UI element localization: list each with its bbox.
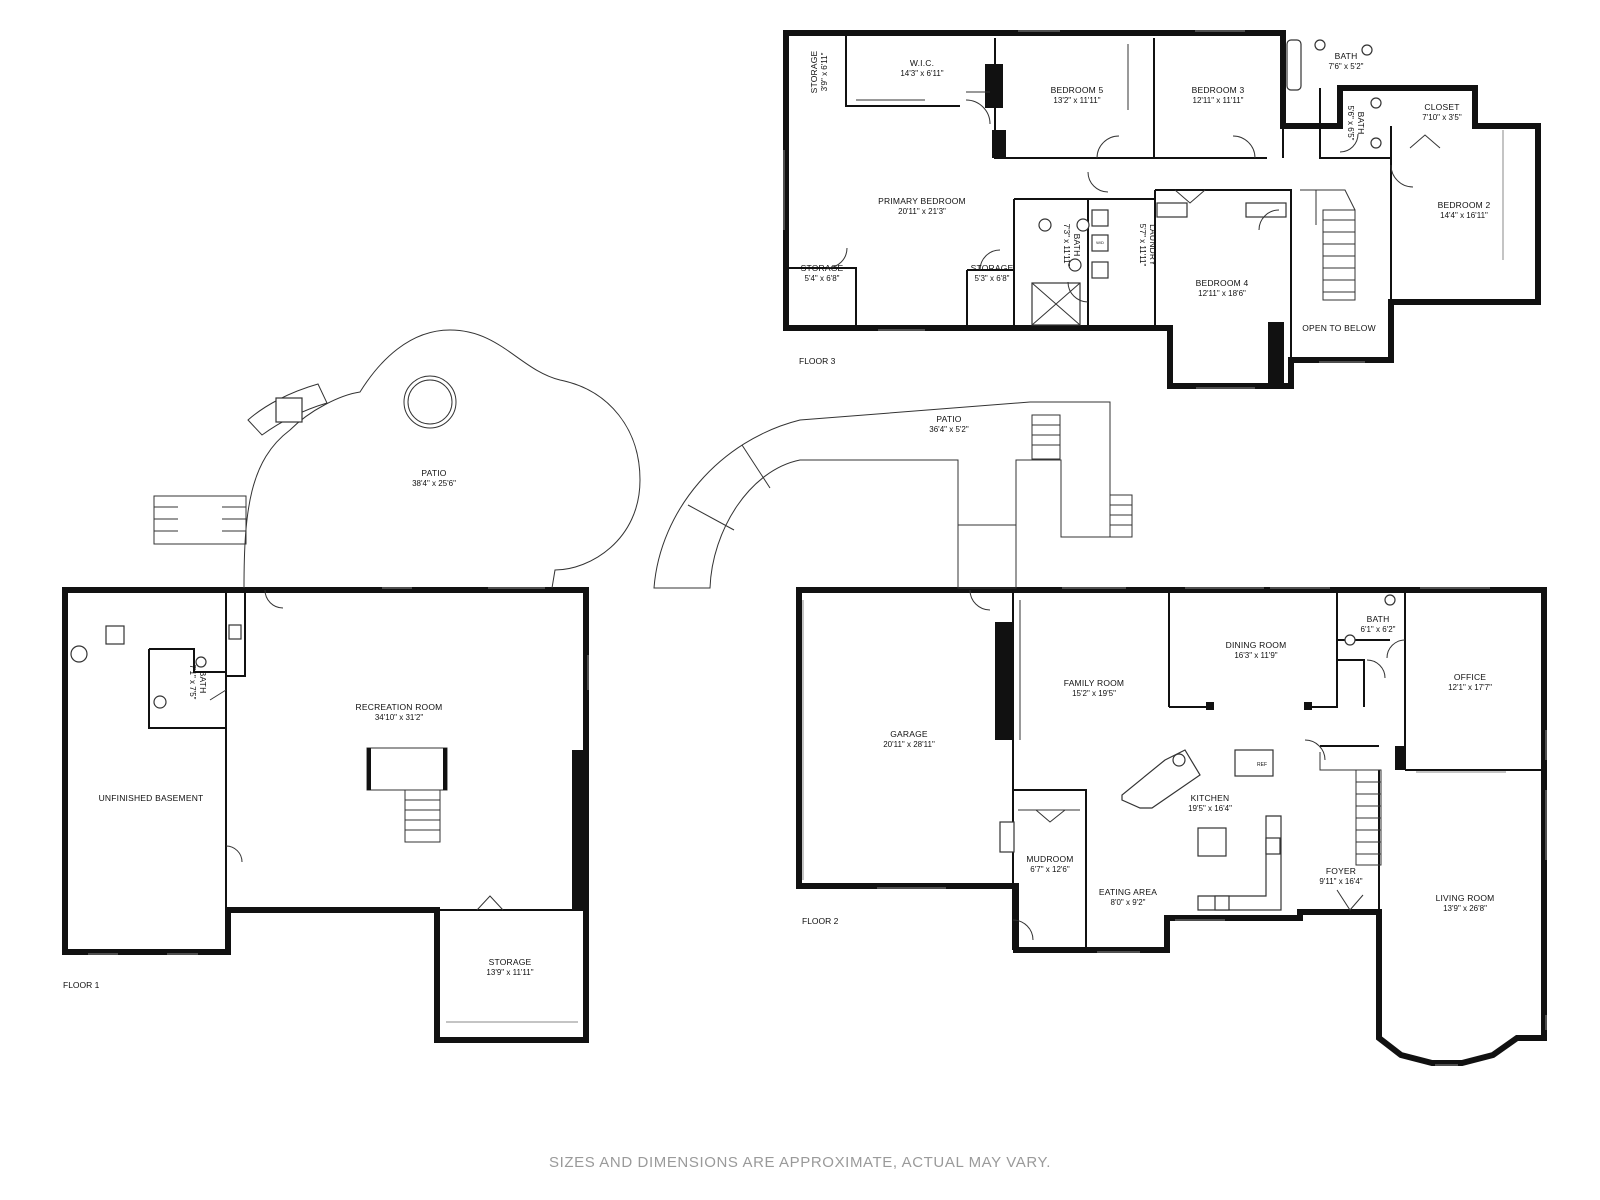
- room-name-storage: STORAGE: [809, 50, 819, 93]
- room-dim-bath: 6'1" x 6'2": [1361, 625, 1396, 634]
- room-name-family-room: FAMILY ROOM: [1064, 678, 1124, 688]
- sink-icon: [1091, 261, 1109, 279]
- room-dim-patio: 36'4" x 5'2": [929, 425, 969, 434]
- room-name-unfinished-basement: UNFINISHED BASEMENT: [99, 793, 204, 803]
- floor-2-plan: REF: [796, 587, 1547, 1066]
- room-name-eating-area: EATING AREA: [1099, 887, 1157, 897]
- wd-label: W/D: [1096, 240, 1104, 245]
- grill-icon: [275, 397, 303, 423]
- room-name-bath: BATH: [1367, 614, 1390, 624]
- toilet-icon: [1384, 594, 1396, 606]
- room-name-bedroom-2: BEDROOM 2: [1438, 200, 1491, 210]
- room-name-kitchen: KITCHEN: [1191, 793, 1230, 803]
- room-dim-closet: 7'10" x 3'5": [1422, 113, 1462, 122]
- sink-icon: [1038, 218, 1052, 232]
- dryer-icon: [1091, 234, 1109, 252]
- room-name-bath: BATH: [1335, 51, 1358, 61]
- room-dim-bedroom-5: 13'2" x 11'11": [1053, 96, 1100, 105]
- room-name-recreation-room: RECREATION ROOM: [356, 702, 443, 712]
- sink-icon: [228, 624, 242, 640]
- room-dim-eating-area: 8'0" x 9'2": [1111, 898, 1146, 907]
- room-dim-bath: 5'6" x 6'5": [1346, 106, 1355, 141]
- fire-pit-icon: [403, 375, 457, 429]
- room-name-storage: STORAGE: [971, 263, 1014, 273]
- room-name-bedroom-5: BEDROOM 5: [1051, 85, 1104, 95]
- sink-icon: [1314, 39, 1326, 51]
- room-name-bedroom-4: BEDROOM 4: [1196, 278, 1249, 288]
- room-name-foyer: FOYER: [1326, 866, 1356, 876]
- room-dim-laundry: 5'7" x 11'11": [1138, 224, 1147, 267]
- room-name-storage: STORAGE: [801, 263, 844, 273]
- stairs-floor-2: [1319, 752, 1382, 866]
- room-name-wic: W.I.C.: [910, 58, 934, 68]
- room-name-open-to-below: OPEN TO BELOW: [1302, 323, 1376, 333]
- sink-icon: [1344, 634, 1356, 646]
- room-dim-bath: 7'3" x 11'11": [1062, 224, 1071, 267]
- room-dim-foyer: 9'11" x 16'4": [1319, 877, 1362, 886]
- room-dim-primary-bedroom: 20'11" x 21'3": [898, 207, 946, 216]
- sink-icon: [153, 695, 167, 709]
- room-name-living-room: LIVING ROOM: [1436, 893, 1495, 903]
- room-dim-wic: 14'3" x 6'11": [900, 69, 943, 78]
- room-labels: STORAGE 3'9" x 6'11" W.I.C. 14'3" x 6'11…: [63, 50, 1494, 990]
- sink-icon: [1076, 218, 1090, 232]
- room-dim-patio: 38'4" x 25'6": [412, 479, 456, 488]
- sink-icon: [1370, 137, 1382, 149]
- room-name-mudroom: MUDROOM: [1026, 854, 1073, 864]
- room-dim-bedroom-2: 14'4" x 16'11": [1440, 211, 1488, 220]
- stairs-floor-1: [366, 747, 448, 843]
- room-dim-living-room: 13'9" x 26'8": [1443, 904, 1487, 913]
- room-dim-storage: 5'4" x 6'8": [805, 274, 840, 283]
- room-dim-bath: 7'6" x 5'2": [1329, 62, 1364, 71]
- room-dim-storage: 13'9" x 11'11": [486, 968, 533, 977]
- stairs-floor-3: [1300, 189, 1356, 301]
- furnace-icon: [105, 625, 125, 645]
- room-name-laundry: LAUNDRY: [1148, 224, 1158, 266]
- room-dim-storage: 3'9" x 6'11": [820, 52, 829, 91]
- room-dim-bath: 7'1" x 7'5": [188, 665, 197, 700]
- room-dim-garage: 20'11" x 28'11": [883, 740, 935, 749]
- room-dim-family-room: 15'2" x 19'5": [1072, 689, 1116, 698]
- floor-label: FLOOR 2: [802, 916, 839, 926]
- room-dim-office: 12'1" x 17'7": [1448, 683, 1492, 692]
- room-name-bedroom-3: BEDROOM 3: [1192, 85, 1245, 95]
- bathtub-icon: [1286, 39, 1302, 91]
- room-dim-recreation-room: 34'10" x 31'2": [375, 713, 423, 722]
- room-name-patio: PATIO: [936, 414, 961, 424]
- sink-icon: [1370, 97, 1382, 109]
- room-dim-dining-room: 16'3" x 11'9": [1234, 651, 1277, 660]
- washer-icon: [1091, 209, 1109, 227]
- toilet-icon: [195, 656, 207, 668]
- floor-3-plan: W/D: [783, 30, 1541, 389]
- floor-label: FLOOR 1: [63, 980, 100, 990]
- floor-1-patio: [153, 329, 641, 589]
- water-heater-icon: [70, 645, 88, 663]
- room-name-dining-room: DINING ROOM: [1226, 640, 1287, 650]
- room-name-storage: STORAGE: [489, 957, 532, 967]
- kitchen-island: REF: [1121, 749, 1282, 911]
- room-name-patio: PATIO: [421, 468, 446, 478]
- toilet-icon: [1068, 258, 1082, 272]
- floor-1-plan: [62, 587, 589, 1043]
- room-name-closet: CLOSET: [1424, 102, 1459, 112]
- room-name-bath: BATH: [1356, 112, 1366, 135]
- room-name-bath: BATH: [1072, 234, 1082, 257]
- room-name-garage: GARAGE: [890, 729, 928, 739]
- room-dim-mudroom: 6'7" x 12'6": [1030, 865, 1070, 874]
- ref-label: REF: [1257, 762, 1267, 768]
- floor-2-patio: [653, 401, 1133, 589]
- room-name-office: OFFICE: [1454, 672, 1486, 682]
- room-name-bath: BATH: [198, 671, 208, 694]
- room-dim-bedroom-4: 12'11" x 18'6": [1198, 289, 1246, 298]
- room-dim-bedroom-3: 12'11" x 11'11": [1193, 96, 1244, 105]
- floor-label: FLOOR 3: [799, 356, 836, 366]
- room-dim-storage: 5'3" x 6'8": [975, 274, 1010, 283]
- disclaimer-text: SIZES AND DIMENSIONS ARE APPROXIMATE, AC…: [549, 1154, 1051, 1171]
- room-dim-kitchen: 19'5" x 16'4": [1188, 804, 1232, 813]
- toilet-icon: [1361, 44, 1373, 56]
- room-name-primary-bedroom: PRIMARY BEDROOM: [878, 196, 966, 206]
